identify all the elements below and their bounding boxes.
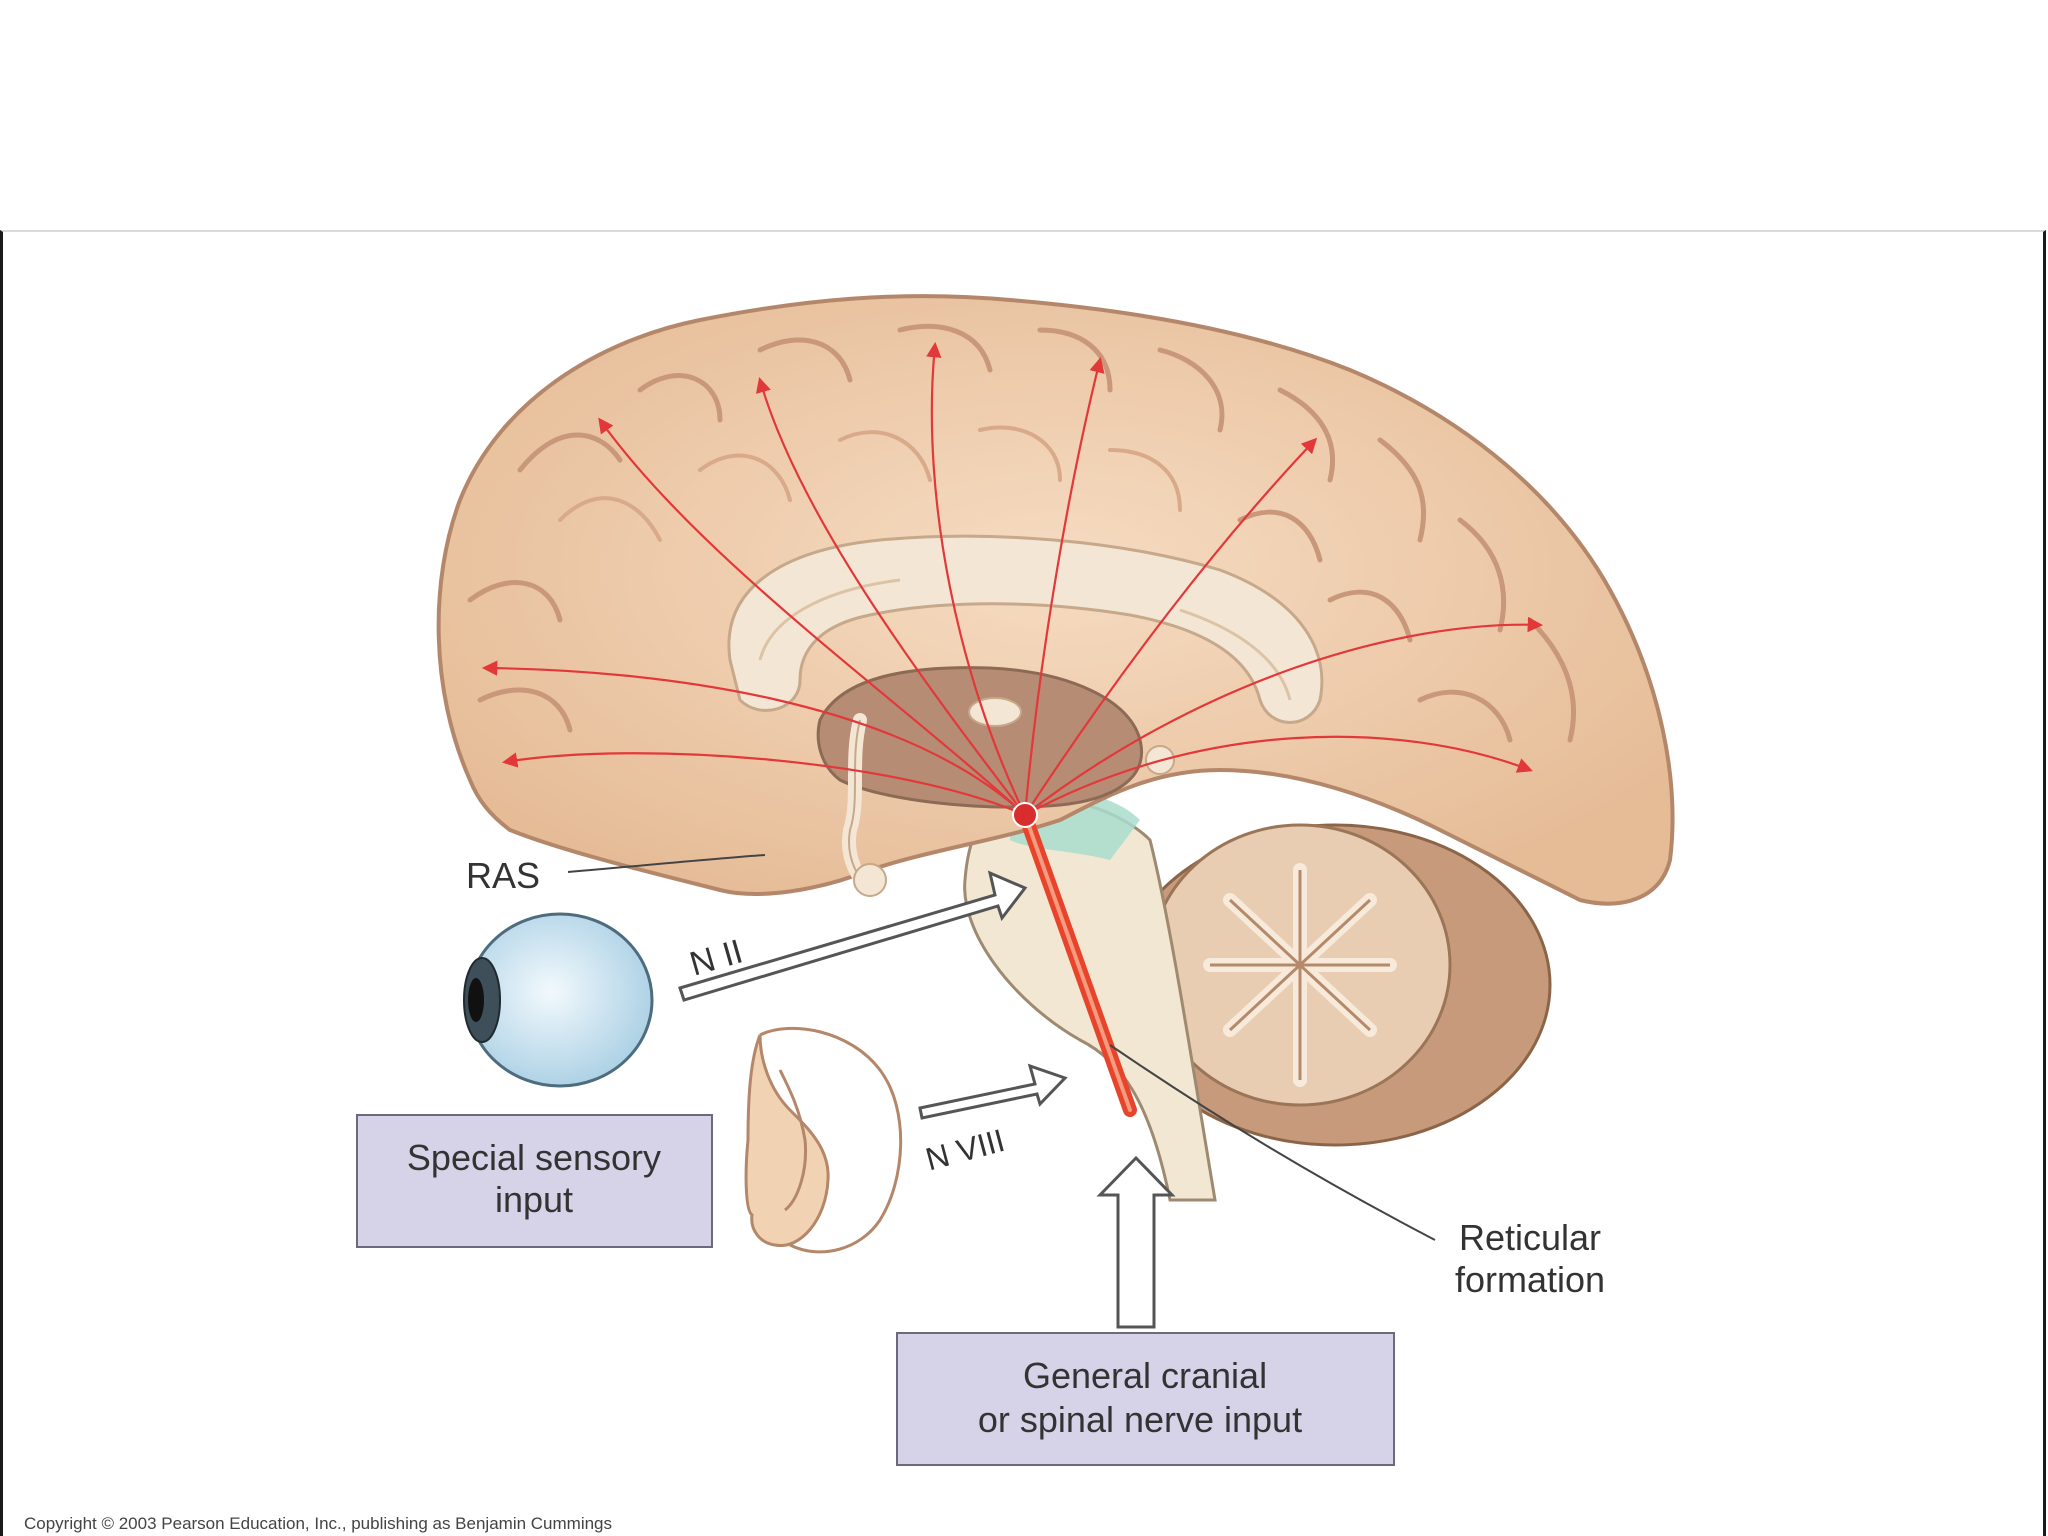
cerebellum — [1118, 823, 1552, 1147]
eye — [463, 912, 654, 1088]
special-sensory-input-line2: input — [495, 1179, 573, 1220]
copyright-notice: Copyright © 2003 Pearson Education, Inc.… — [24, 1514, 613, 1533]
reticular-formation-label-line2: formation — [1455, 1259, 1605, 1300]
hollow-input-arrows — [678, 870, 1176, 1329]
special-sensory-input-box: Special sensory input — [356, 1114, 713, 1248]
ras-projection-arrows — [481, 341, 1544, 817]
thalamus — [816, 666, 1175, 897]
vestibulocochlear-nerve-arrow — [918, 1063, 1068, 1120]
ras-core — [1012, 802, 1137, 1117]
ras-label: RAS — [466, 855, 540, 896]
ear — [744, 1026, 903, 1254]
spinal-input-arrow — [1096, 1155, 1176, 1329]
general-cranial-input-line1: General cranial — [1023, 1355, 1267, 1396]
corpus-callosum — [727, 534, 1324, 724]
general-cranial-input-box: General cranial or spinal nerve input — [896, 1332, 1395, 1466]
n8-label: N VIII — [922, 1122, 1009, 1177]
special-sensory-input-line1: Special sensory — [407, 1137, 661, 1178]
optic-nerve-arrow — [678, 870, 1028, 1002]
reticular-leader-line — [1109, 1044, 1436, 1241]
reticular-formation-label-line1: Reticular — [1459, 1217, 1601, 1258]
general-cranial-input-line2: or spinal nerve input — [978, 1399, 1302, 1440]
leader-lines — [567, 854, 1436, 1241]
ras-leader-line — [567, 854, 766, 873]
